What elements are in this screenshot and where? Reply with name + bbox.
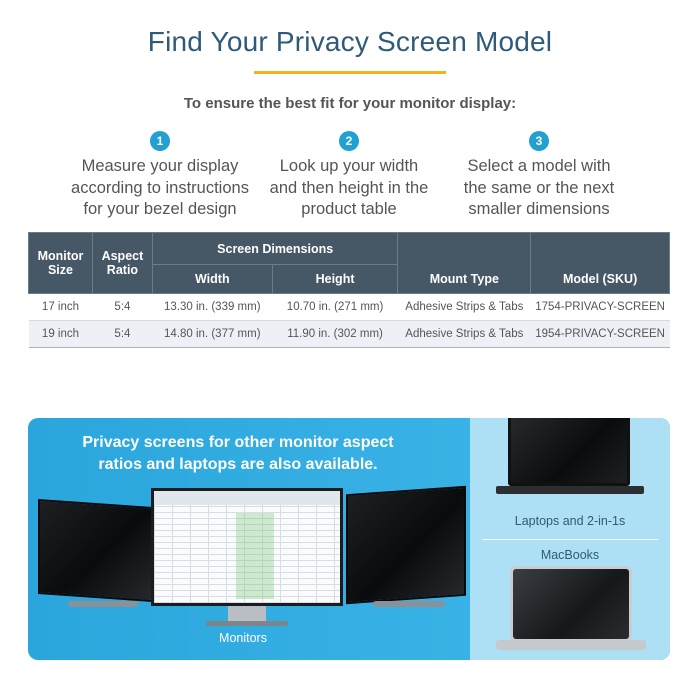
- promo-text: Privacy screens for other monitor aspect…: [58, 432, 418, 476]
- center-monitor-base: [206, 621, 288, 626]
- monitors-caption: Monitors: [219, 631, 267, 645]
- step-3: 3 Select a model with the same or the ne…: [439, 131, 639, 221]
- step-2-line-2: and then height in the: [269, 178, 429, 197]
- header-mount-type: Mount Type: [397, 232, 532, 294]
- spreadsheet-highlight: [236, 513, 274, 599]
- macbook-base: [496, 640, 646, 650]
- promo-line-2: ratios and laptops are also available.: [98, 456, 378, 473]
- cell-width: 14.80 in. (377 mm): [152, 320, 273, 348]
- step-1-badge: 1: [150, 131, 170, 151]
- laptop-panel-divider: [482, 539, 658, 540]
- laptop-panel: Laptops and 2-in-1s MacBooks: [470, 418, 670, 660]
- laptops-caption: Laptops and 2-in-1s: [514, 514, 626, 528]
- cell-ratio: 5:4: [92, 320, 153, 348]
- step-3-line-3: smaller dimensions: [468, 200, 610, 218]
- header-screen-dimensions: Screen Dimensions: [151, 232, 399, 265]
- cell-width: 13.30 in. (339 mm): [152, 293, 273, 321]
- macbooks-caption: MacBooks: [540, 548, 600, 562]
- cell-mount: Adhesive Strips & Tabs: [397, 293, 531, 321]
- cell-size: 17 inch: [28, 293, 93, 321]
- center-monitor-neck: [228, 606, 266, 622]
- page-title: Find Your Privacy Screen Model: [147, 26, 553, 57]
- cell-sku: 1754-PRIVACY-SCREEN: [530, 293, 670, 321]
- promo-line-1: Privacy screens for other monitor aspect: [82, 434, 394, 451]
- step-2: 2 Look up your width and then height in …: [249, 131, 449, 221]
- cell-ratio: 5:4: [92, 293, 153, 321]
- spreadsheet-grid: [154, 505, 340, 603]
- header-height: Height: [271, 264, 399, 294]
- step-1-text: Measure your display according to instru…: [60, 156, 260, 221]
- center-monitor-screen: [151, 488, 343, 606]
- step-3-badge: 3: [529, 131, 549, 151]
- header-model-sku: Model (SKU): [530, 232, 670, 294]
- header-width: Width: [151, 264, 273, 294]
- step-1-line-3: for your bezel design: [83, 200, 237, 218]
- table-row: 17 inch 5:4 13.30 in. (339 mm) 10.70 in.…: [28, 293, 670, 321]
- step-3-line-1: Select a model with: [467, 157, 611, 175]
- right-monitor-stand: [373, 601, 445, 607]
- step-1: 1 Measure your display according to inst…: [60, 131, 260, 221]
- header-aspect-ratio: Aspect Ratio: [91, 232, 153, 294]
- left-monitor-screen: [38, 498, 153, 603]
- laptop-base: [496, 486, 644, 494]
- cell-size: 19 inch: [28, 320, 93, 348]
- laptop-image: [508, 418, 630, 486]
- step-2-text: Look up your width and then height in th…: [249, 156, 449, 221]
- table-row: 19 inch 5:4 14.80 in. (377 mm) 11.90 in.…: [28, 320, 670, 348]
- page-subtitle: To ensure the best fit for your monitor …: [183, 95, 517, 112]
- promo-banner: Privacy screens for other monitor aspect…: [28, 418, 670, 660]
- step-2-badge: 2: [339, 131, 359, 151]
- step-3-text: Select a model with the same or the next…: [439, 156, 639, 221]
- step-3-line-2: the same or the next: [463, 178, 615, 197]
- right-monitor-screen: [346, 485, 466, 605]
- cell-mount: Adhesive Strips & Tabs: [397, 320, 531, 348]
- model-table: Monitor Size Aspect Ratio Screen Dimensi…: [28, 232, 670, 348]
- step-2-line-3: product table: [301, 200, 397, 218]
- left-monitor-stand: [68, 601, 138, 607]
- cell-sku: 1954-PRIVACY-SCREEN: [530, 320, 670, 348]
- step-1-line-1: Measure your display: [81, 157, 239, 175]
- step-2-line-1: Look up your width: [279, 157, 419, 175]
- spreadsheet-toolbar: [154, 491, 340, 505]
- macbook-image: [510, 566, 632, 642]
- cell-height: 11.90 in. (302 mm): [272, 320, 398, 348]
- step-1-line-2: according to instructions: [71, 178, 249, 197]
- header-monitor-size: Monitor Size: [28, 232, 93, 294]
- cell-height: 10.70 in. (271 mm): [272, 293, 398, 321]
- title-underline: [254, 71, 446, 74]
